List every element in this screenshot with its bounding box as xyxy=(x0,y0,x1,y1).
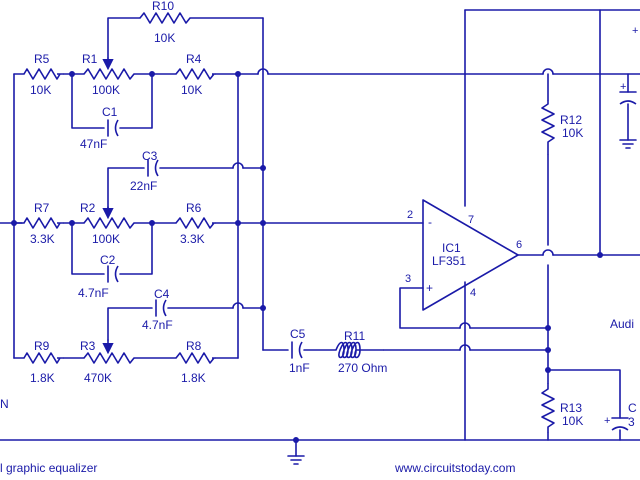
svg-text:R5: R5 xyxy=(34,52,50,66)
resistor-r8: R8 1.8K xyxy=(175,339,216,385)
top-right-plus: + xyxy=(632,25,638,37)
svg-text:R12: R12 xyxy=(560,113,582,127)
svg-text:47nF: 47nF xyxy=(80,137,107,151)
svg-text:R1: R1 xyxy=(82,52,98,66)
opamp-ic1: - + IC1 LF351 2 3 7 4 6 xyxy=(405,199,522,311)
svg-text:R6: R6 xyxy=(186,201,202,215)
svg-text:R4: R4 xyxy=(186,52,202,66)
resistor-r4: R4 10K xyxy=(175,52,216,97)
title-label: l graphic equalizer xyxy=(0,461,97,475)
svg-text:10K: 10K xyxy=(562,126,583,140)
svg-text:10K: 10K xyxy=(562,414,583,428)
input-label: N xyxy=(0,397,9,411)
svg-text:C: C xyxy=(628,401,637,415)
svg-text:6: 6 xyxy=(516,239,522,251)
website-label: www.circuitstoday.com xyxy=(394,461,515,475)
svg-text:100K: 100K xyxy=(92,83,120,97)
svg-text:1nF: 1nF xyxy=(289,361,310,375)
resistor-r6: R6 3.3K xyxy=(175,201,216,246)
capacitor-top-right: + xyxy=(619,81,637,105)
potentiometer-r3: R3 470K xyxy=(80,339,135,385)
svg-text:+: + xyxy=(604,415,610,427)
potentiometer-r1: R1 100K xyxy=(82,52,135,97)
svg-text:R3: R3 xyxy=(80,339,96,353)
svg-text:+: + xyxy=(426,281,433,295)
svg-text:3: 3 xyxy=(405,273,411,285)
resistor-r12: R12 10K xyxy=(541,100,583,155)
svg-text:IC1: IC1 xyxy=(442,241,461,255)
capacitor-c2: C2 4.7nF xyxy=(78,253,119,300)
svg-text:10K: 10K xyxy=(30,83,51,97)
resistor-r10: R10 10K xyxy=(139,0,191,45)
svg-text:4.7nF: 4.7nF xyxy=(78,286,109,300)
svg-text:10K: 10K xyxy=(181,83,202,97)
svg-text:2: 2 xyxy=(407,209,413,221)
audio-out-label: Audi xyxy=(610,317,634,331)
svg-text:R13: R13 xyxy=(560,401,582,415)
wires xyxy=(0,9,640,457)
svg-text:C2: C2 xyxy=(100,253,116,267)
svg-text:3.3K: 3.3K xyxy=(180,232,205,246)
resistor-r13: R13 10K xyxy=(541,383,583,433)
svg-text:R11: R11 xyxy=(344,329,365,343)
svg-text:C1: C1 xyxy=(102,105,118,119)
svg-text:1.8K: 1.8K xyxy=(181,371,206,385)
svg-text:+: + xyxy=(620,81,626,93)
ground-icon xyxy=(287,455,305,465)
capacitor-c4: C4 4.7nF xyxy=(142,287,173,332)
svg-text:470K: 470K xyxy=(84,371,112,385)
svg-text:C5: C5 xyxy=(290,327,306,341)
svg-text:R8: R8 xyxy=(186,339,202,353)
svg-text:22nF: 22nF xyxy=(130,179,157,193)
capacitor-c1: C1 47nF xyxy=(80,105,119,151)
resistor-r7: R7 3.3K xyxy=(23,201,64,246)
svg-text:4: 4 xyxy=(470,287,476,299)
svg-text:C4: C4 xyxy=(154,287,170,301)
potentiometer-r2: R2 100K xyxy=(80,201,135,246)
svg-text:LF351: LF351 xyxy=(432,254,466,268)
svg-text:C3: C3 xyxy=(142,149,158,163)
svg-text:3.3K: 3.3K xyxy=(30,232,55,246)
svg-text:4.7nF: 4.7nF xyxy=(142,318,173,332)
capacitor-c5: C5 1nF xyxy=(289,327,310,375)
svg-text:R9: R9 xyxy=(34,339,50,353)
svg-text:R7: R7 xyxy=(34,201,50,215)
svg-text:7: 7 xyxy=(468,214,474,226)
svg-text:3: 3 xyxy=(628,415,635,429)
resistor-r5: R5 10K xyxy=(23,52,64,97)
resistor-r9: R9 1.8K xyxy=(23,339,64,385)
svg-text:1.8K: 1.8K xyxy=(30,371,55,385)
capacitor-bottom-right: + C 3 xyxy=(604,401,637,441)
svg-text:10K: 10K xyxy=(154,31,175,45)
svg-text:-: - xyxy=(428,215,432,229)
resistor-r11: R11 270 Ohm xyxy=(335,329,387,375)
capacitor-c3: C3 22nF xyxy=(130,149,159,193)
svg-text:R10: R10 xyxy=(152,0,174,13)
svg-text:100K: 100K xyxy=(92,232,120,246)
svg-text:R2: R2 xyxy=(80,201,96,215)
junctions xyxy=(11,71,603,443)
svg-text:270 Ohm: 270 Ohm xyxy=(338,361,387,375)
